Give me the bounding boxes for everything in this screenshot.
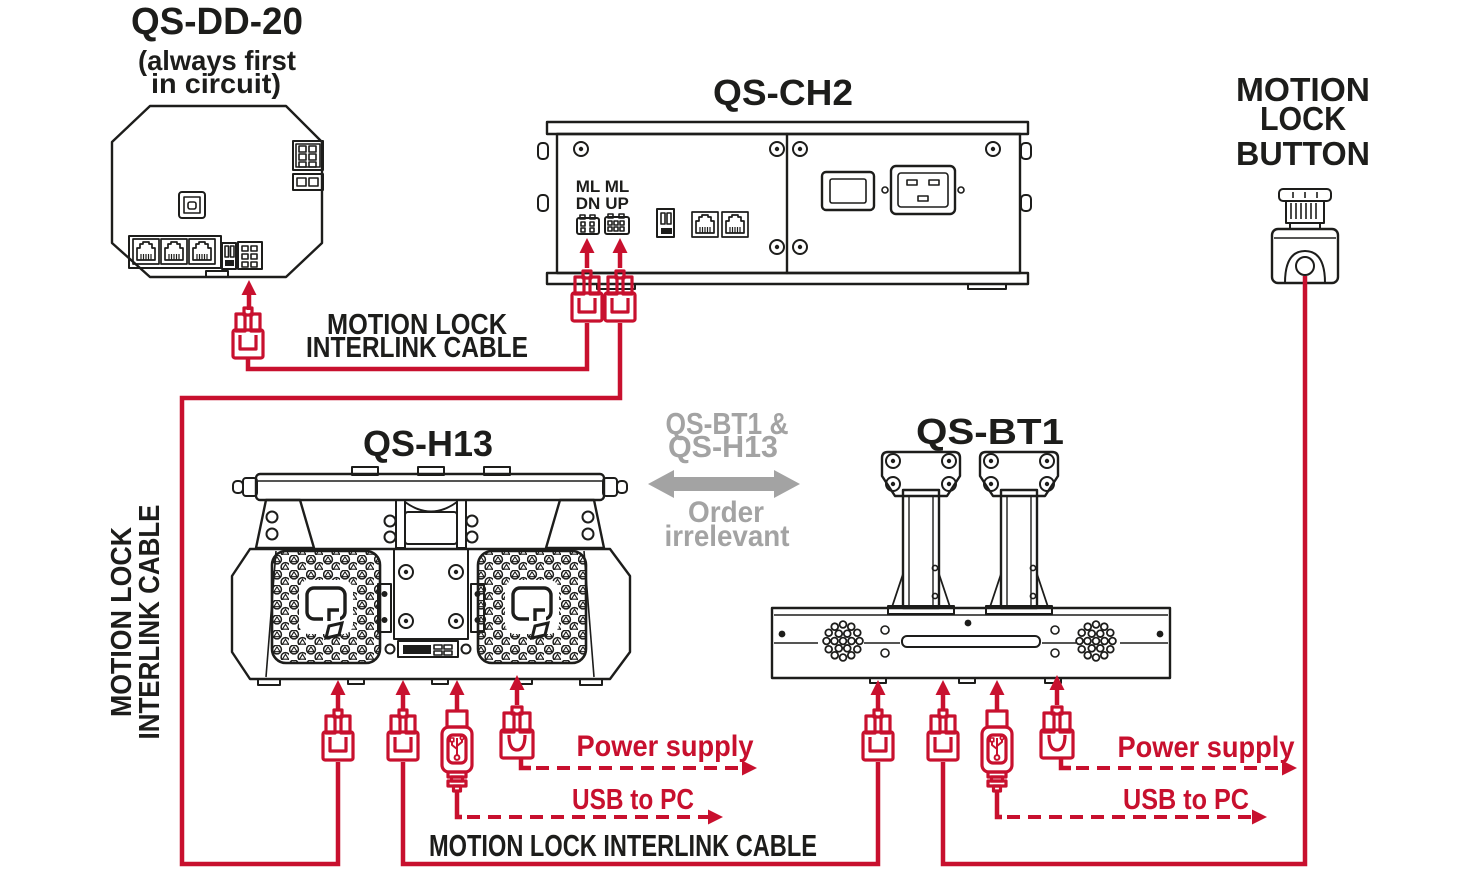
device-qs-bt1: QS-BT1 <box>770 411 1172 684</box>
mlb-title-3: BUTTON <box>1236 135 1370 172</box>
qubic-logo-icon <box>297 578 355 640</box>
interlink-label-top-2: INTERLINK CABLE <box>306 332 528 364</box>
h13-connector-strip <box>384 640 472 658</box>
ml-dn-socket-icon <box>576 214 600 235</box>
device-qs-ch2: QS-CH2 ML DN ML UP <box>537 72 1032 290</box>
interlink-plug-icon <box>321 708 355 762</box>
order-devices-1: QS-BT1 & <box>666 406 789 441</box>
h13-grille-right <box>476 549 588 665</box>
right-arrow-icon <box>1252 809 1267 825</box>
usb-to-pc-label-left: USB to PC <box>572 784 694 816</box>
ch2-port-label-ml-up-1: ML <box>605 177 630 196</box>
mlb-title-1: MOTION <box>1236 71 1370 108</box>
interlink-label-bottom: MOTION LOCK INTERLINK CABLE <box>429 828 817 863</box>
ml-up-socket-icon <box>604 213 630 235</box>
up-arrow-icon <box>580 238 595 268</box>
up-arrow-icon <box>613 238 628 268</box>
vent-grille-icon <box>1075 620 1117 662</box>
rj45-port-icon <box>188 238 216 265</box>
up-arrow-icon <box>871 680 886 710</box>
usb-plug-icon <box>440 709 474 793</box>
rj45-port-icon <box>691 211 719 238</box>
interlink-plug-icon <box>386 708 420 762</box>
ch2-port-label-ml-up-2: UP <box>605 194 629 213</box>
up-arrow-icon <box>396 680 411 710</box>
iec-inlet-icon <box>881 164 965 216</box>
qubic-logo-icon <box>503 578 561 640</box>
order-note-2: irrelevant <box>665 520 790 553</box>
h13-title: QS-H13 <box>363 423 493 464</box>
estop-button-icon <box>1270 188 1340 285</box>
ch2-port-label-ml-dn-1: ML <box>576 177 601 196</box>
right-arrow-icon <box>708 809 723 825</box>
interlink-plug-icon <box>603 269 637 323</box>
dd20-subtitle-1: (always first <box>138 45 296 76</box>
dd20-subtitle-2: in circuit) <box>151 68 281 99</box>
interlink-plug-icon <box>861 708 895 762</box>
dd20-title: QS-DD-20 <box>131 1 303 43</box>
order-devices-2: QS-H13 <box>668 429 778 464</box>
double-arrow-icon <box>648 470 800 498</box>
h13-grille-left <box>270 549 382 665</box>
device-qs-dd20: QS-DD-20 (always first in circuit) <box>110 1 324 279</box>
interlink-label-top-1: MOTION LOCK <box>327 309 507 341</box>
ch2-port-label-ml-dn-2: DN <box>576 194 601 213</box>
interlink-plug-icon <box>926 708 960 762</box>
up-arrow-icon <box>331 680 346 710</box>
ch2-title: QS-CH2 <box>713 72 853 113</box>
interlink-label-left-1: MOTION LOCK <box>106 527 138 717</box>
interlink-label-left-2: INTERLINK CABLE <box>134 505 166 740</box>
interlink-plug-icon <box>231 306 265 360</box>
bt1-pillar-left <box>882 452 960 614</box>
mlb-title-2: LOCK <box>1260 100 1346 137</box>
power-supply-label-left: Power supply <box>577 730 754 763</box>
cable-ch2-to-h13 <box>179 323 623 867</box>
cable-h13-to-bt1 <box>400 762 881 867</box>
order-note: QS-BT1 & QS-H13 Order irrelevant <box>648 406 800 553</box>
usb-plug-icon <box>980 709 1014 793</box>
up-arrow-icon <box>990 680 1005 710</box>
rj45-port-icon <box>160 238 188 265</box>
cable-labels: MOTION LOCK INTERLINK CABLE MOTION LOCK … <box>106 309 1295 863</box>
up-arrow-icon <box>1050 675 1065 705</box>
interlink-plug-icon <box>570 269 604 323</box>
usb-b-port-icon <box>178 191 206 219</box>
power-supply-label-right: Power supply <box>1118 731 1295 764</box>
device-motion-lock-button: MOTION LOCK BUTTON <box>1236 71 1370 285</box>
up-arrow-icon <box>450 680 465 710</box>
cable-bt1-to-button <box>940 276 1308 867</box>
up-arrow-icon <box>242 280 257 310</box>
vent-grille-icon <box>822 620 864 662</box>
order-note-1: Order <box>688 496 764 529</box>
device-qs-h13: QS-H13 <box>230 423 632 686</box>
power-switch-icon <box>820 170 876 212</box>
bt1-title: QS-BT1 <box>916 411 1064 452</box>
rj45-port-icon <box>132 238 160 265</box>
usb-to-pc-label-right: USB to PC <box>1123 784 1249 816</box>
rj45-port-icon <box>721 211 749 238</box>
cable-dd20-to-ch2 <box>245 323 590 372</box>
motion-lock-cabling <box>179 238 1308 867</box>
up-arrow-icon <box>936 680 951 710</box>
power-plug-icon <box>1039 705 1075 760</box>
power-plug-icon <box>499 705 535 760</box>
bt1-pillar-right <box>980 452 1058 614</box>
